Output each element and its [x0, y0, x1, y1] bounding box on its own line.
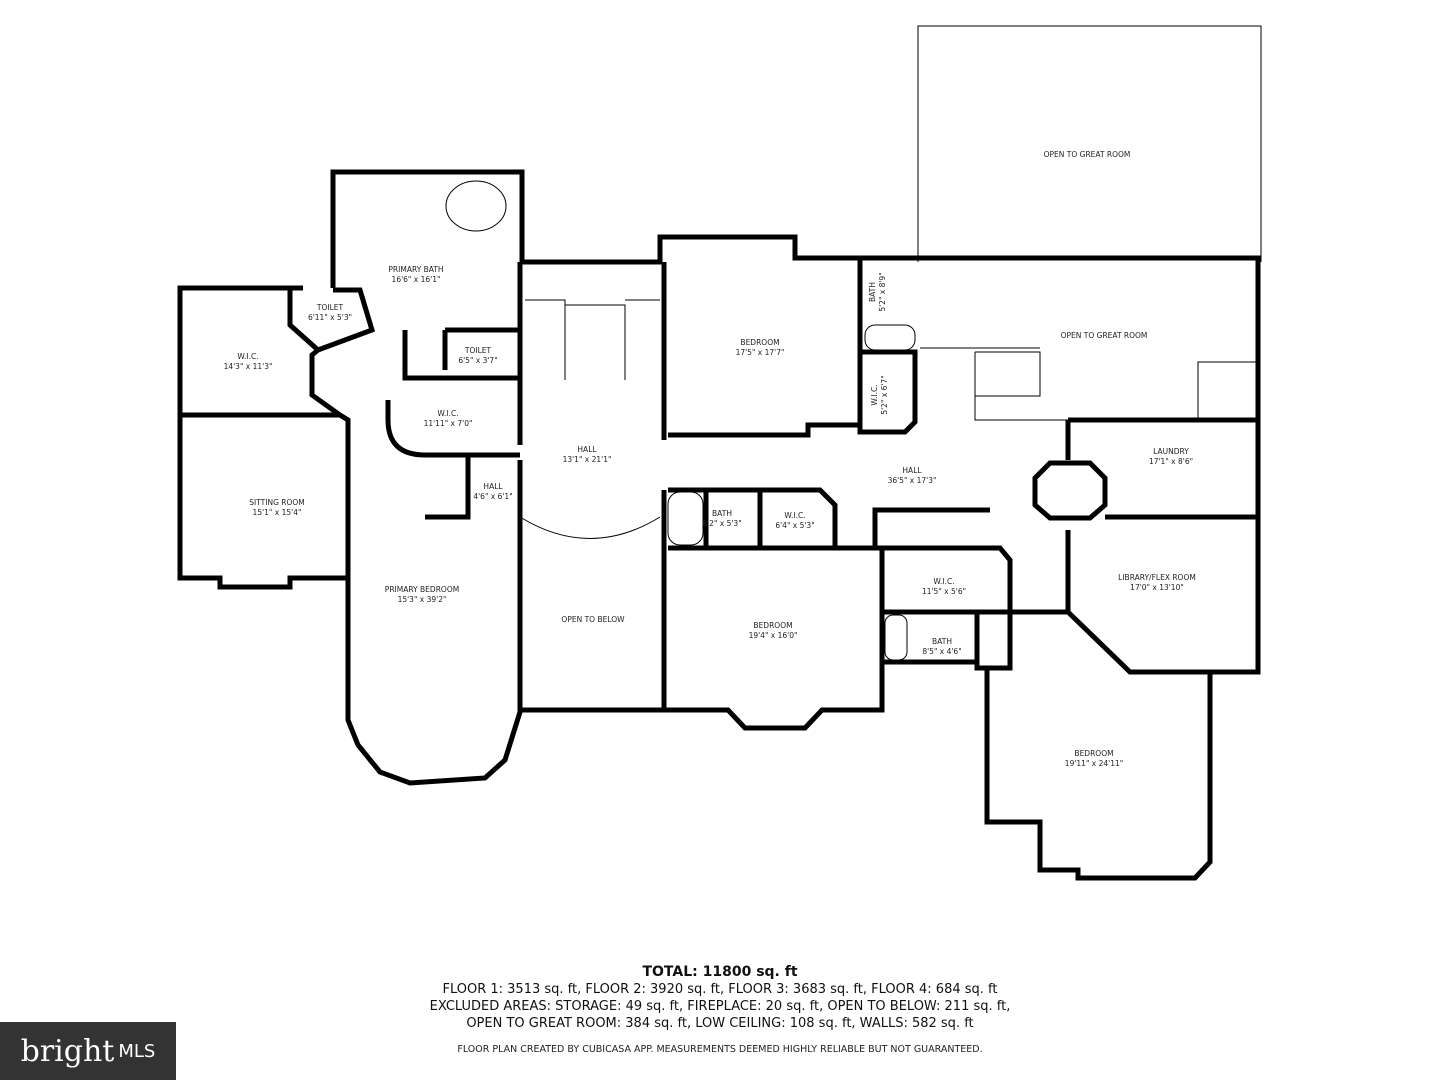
bedroom2-walls	[668, 507, 1013, 662]
room-name: W.I.C.	[933, 577, 955, 586]
room-dims: 8'2" x 5'3"	[702, 519, 742, 528]
room-name: BATH	[932, 637, 952, 646]
room-name: OPEN TO BELOW	[561, 615, 625, 624]
room-name: OPEN TO GREAT ROOM	[1043, 150, 1131, 159]
room-name: W.I.C.	[237, 352, 259, 361]
room-dims: 6'4" x 5'3"	[775, 521, 815, 530]
room-name: SITTING ROOM	[249, 498, 305, 507]
room-wic: W.I.C.5'2" x 6'7"	[870, 375, 890, 414]
room-name: HALL	[902, 466, 922, 475]
room-name: BEDROOM	[1074, 749, 1114, 758]
stairs-mid	[519, 299, 661, 539]
room-name: TOILET	[464, 346, 492, 355]
library-walls	[987, 530, 1210, 675]
room-wic: W.I.C.14'3" x 11'3"	[224, 352, 273, 372]
room-dims: 16'6" x 16'1"	[391, 275, 441, 284]
room-wic: W.I.C.11'11" x 7'0"	[424, 409, 473, 429]
floor-areas: FLOOR 1: 3513 sq. ft, FLOOR 2: 3920 sq. …	[442, 982, 998, 997]
room-dims: 13'1" x 21'1"	[562, 455, 612, 464]
room-name: OPEN TO GREAT ROOM	[1060, 331, 1148, 340]
disclaimer: FLOOR PLAN CREATED BY CUBICASA APP. MEAS…	[457, 1044, 983, 1055]
room-dims: 15'3" x 39'2"	[397, 595, 447, 604]
room-name: BEDROOM	[740, 338, 780, 347]
bedroom1-walls	[668, 260, 918, 438]
room-dims: 17'1" x 8'6"	[1148, 457, 1194, 466]
room-name: TOILET	[316, 303, 344, 312]
room-name: BATH	[868, 282, 877, 302]
room-dims: 36'5" x 17'3"	[887, 476, 937, 485]
wic-side-wall	[309, 348, 351, 578]
room-dims: 17'0" x 13'10"	[1130, 583, 1184, 592]
room-dims: 8'5" x 4'6"	[922, 647, 962, 656]
bright-mls-logo: bright MLS	[0, 1022, 176, 1080]
room-name: W.I.C.	[784, 511, 806, 520]
excluded-areas-cont: OPEN TO GREAT ROOM: 384 sq. ft, LOW CEIL…	[466, 1016, 974, 1031]
room-open-below: OPEN TO BELOW	[561, 615, 624, 625]
room-name: HALL	[577, 445, 597, 454]
great-room-outline	[917, 25, 1262, 262]
floor-plan-walls	[177, 25, 1262, 881]
room-dims: 5'2" x 6'7"	[880, 375, 889, 415]
room-dims: 5'2" x 8'9"	[878, 272, 887, 312]
room-dims: 6'5" x 3'7"	[458, 356, 498, 365]
room-name: HALL	[483, 482, 503, 491]
room-wic: W.I.C.6'4" x 5'3"	[775, 511, 814, 531]
wic-toilet-wall	[287, 287, 376, 353]
room-dims: 14'3" x 11'3"	[223, 362, 273, 371]
bathtub-icon	[667, 491, 704, 546]
room-dims: 6'11" x 5'3"	[307, 313, 353, 322]
room-name: BEDROOM	[753, 621, 793, 630]
room-dims: 19'4" x 16'0"	[748, 631, 798, 640]
excluded-areas: EXCLUDED AREAS: STORAGE: 49 sq. ft, FIRE…	[429, 999, 1011, 1014]
logo-brand: bright	[20, 1033, 115, 1069]
room-name: PRIMARY BEDROOM	[384, 585, 460, 594]
bathtub-icon	[445, 180, 507, 232]
room-name: W.I.C.	[870, 384, 879, 406]
room-name: W.I.C.	[437, 409, 459, 418]
room-wic: W.I.C.11'5" x 5'6"	[922, 577, 966, 597]
room-name: BATH	[712, 509, 732, 518]
bathtub-icon	[884, 614, 908, 661]
room-dims: 4'6" x 6'1"	[473, 492, 513, 501]
primary-bath-inner	[385, 327, 520, 520]
room-dims: 11'11" x 7'0"	[423, 419, 473, 428]
room-dims: 11'5" x 5'6"	[921, 587, 967, 596]
room-name: LIBRARY/FLEX ROOM	[1118, 573, 1196, 582]
logo-suffix: MLS	[118, 1040, 156, 1062]
room-name: PRIMARY BATH	[388, 265, 444, 274]
total-area: TOTAL: 11800 sq. ft	[642, 964, 798, 980]
room-dims: 17'5" x 17'7"	[735, 348, 785, 357]
great-room-stair	[920, 347, 1256, 421]
room-open-great-mid: OPEN TO GREAT ROOM	[1061, 331, 1148, 341]
room-dims: 15'1" x 15'4"	[252, 508, 302, 517]
bathtub-icon	[864, 324, 916, 351]
room-dims: 19'11" x 24'11"	[1064, 759, 1124, 768]
room-open-great-top: OPEN TO GREAT ROOM	[1044, 150, 1131, 160]
room-name: LAUNDRY	[1153, 447, 1189, 456]
area-summary: TOTAL: 11800 sq. ft FLOOR 1: 3513 sq. ft…	[0, 964, 1440, 1032]
laundry-walls	[1032, 417, 1258, 521]
